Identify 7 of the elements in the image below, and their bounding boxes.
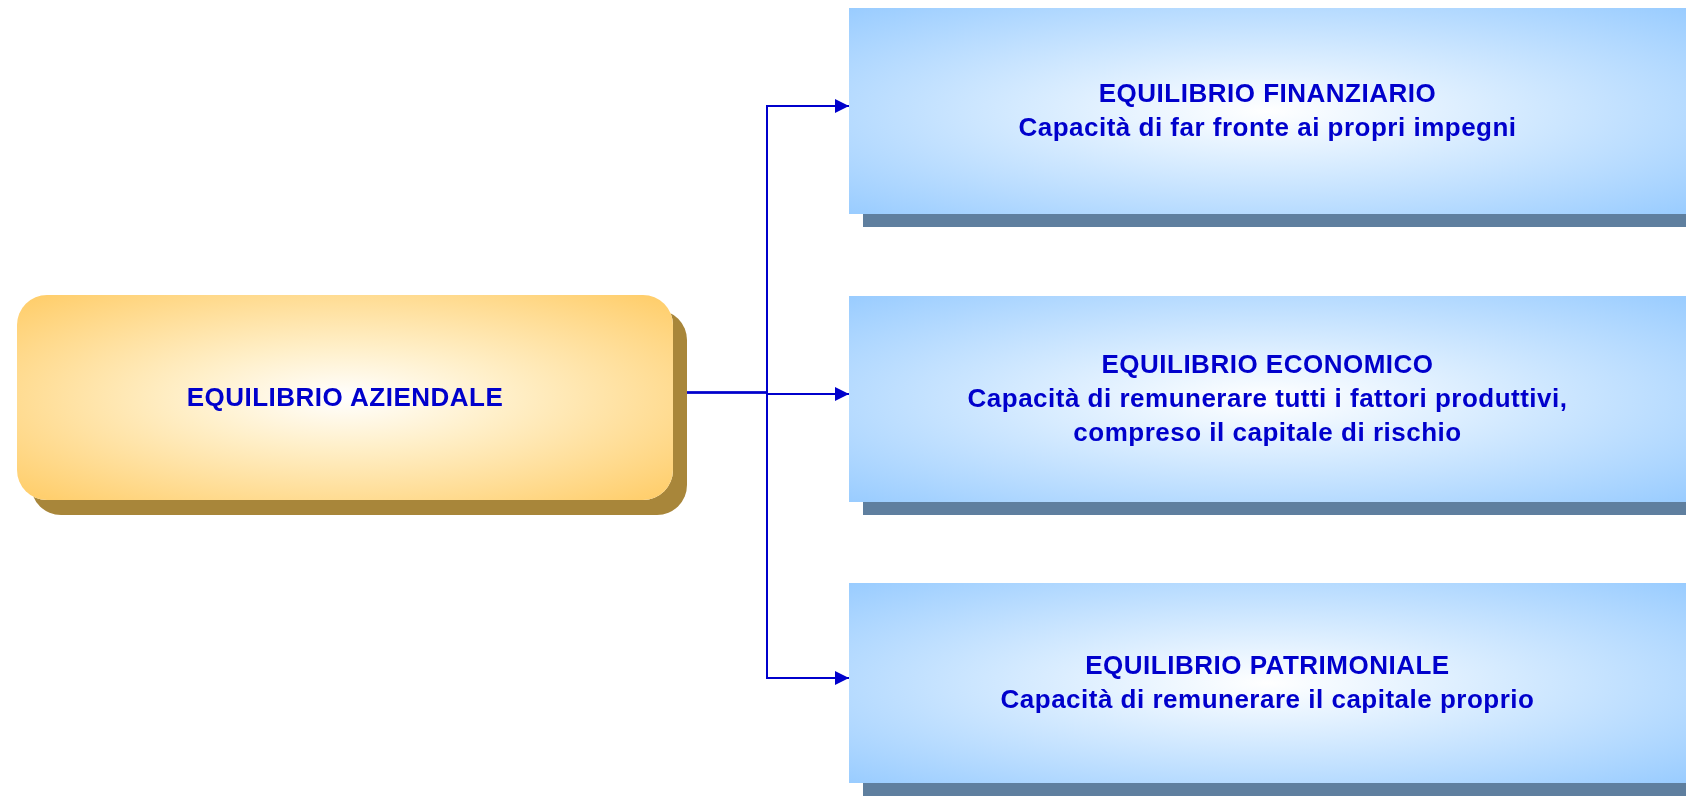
box-title: EQUILIBRIO FINANZIARIO (1098, 77, 1437, 111)
box-title: EQUILIBRIO PATRIMONIALE (1085, 649, 1450, 683)
box-title: EQUILIBRIO ECONOMICO (1101, 348, 1434, 382)
box-description: Capacità di remunerare tutti i fattori produttivi, compreso il capitale di rischio (966, 382, 1569, 449)
box-description: Capacità di far fronte ai propri impegni (1018, 111, 1517, 144)
box-title: EQUILIBRIO AZIENDALE (186, 380, 504, 414)
box-description: Capacità di remunerare il capitale proprio (1000, 683, 1535, 716)
